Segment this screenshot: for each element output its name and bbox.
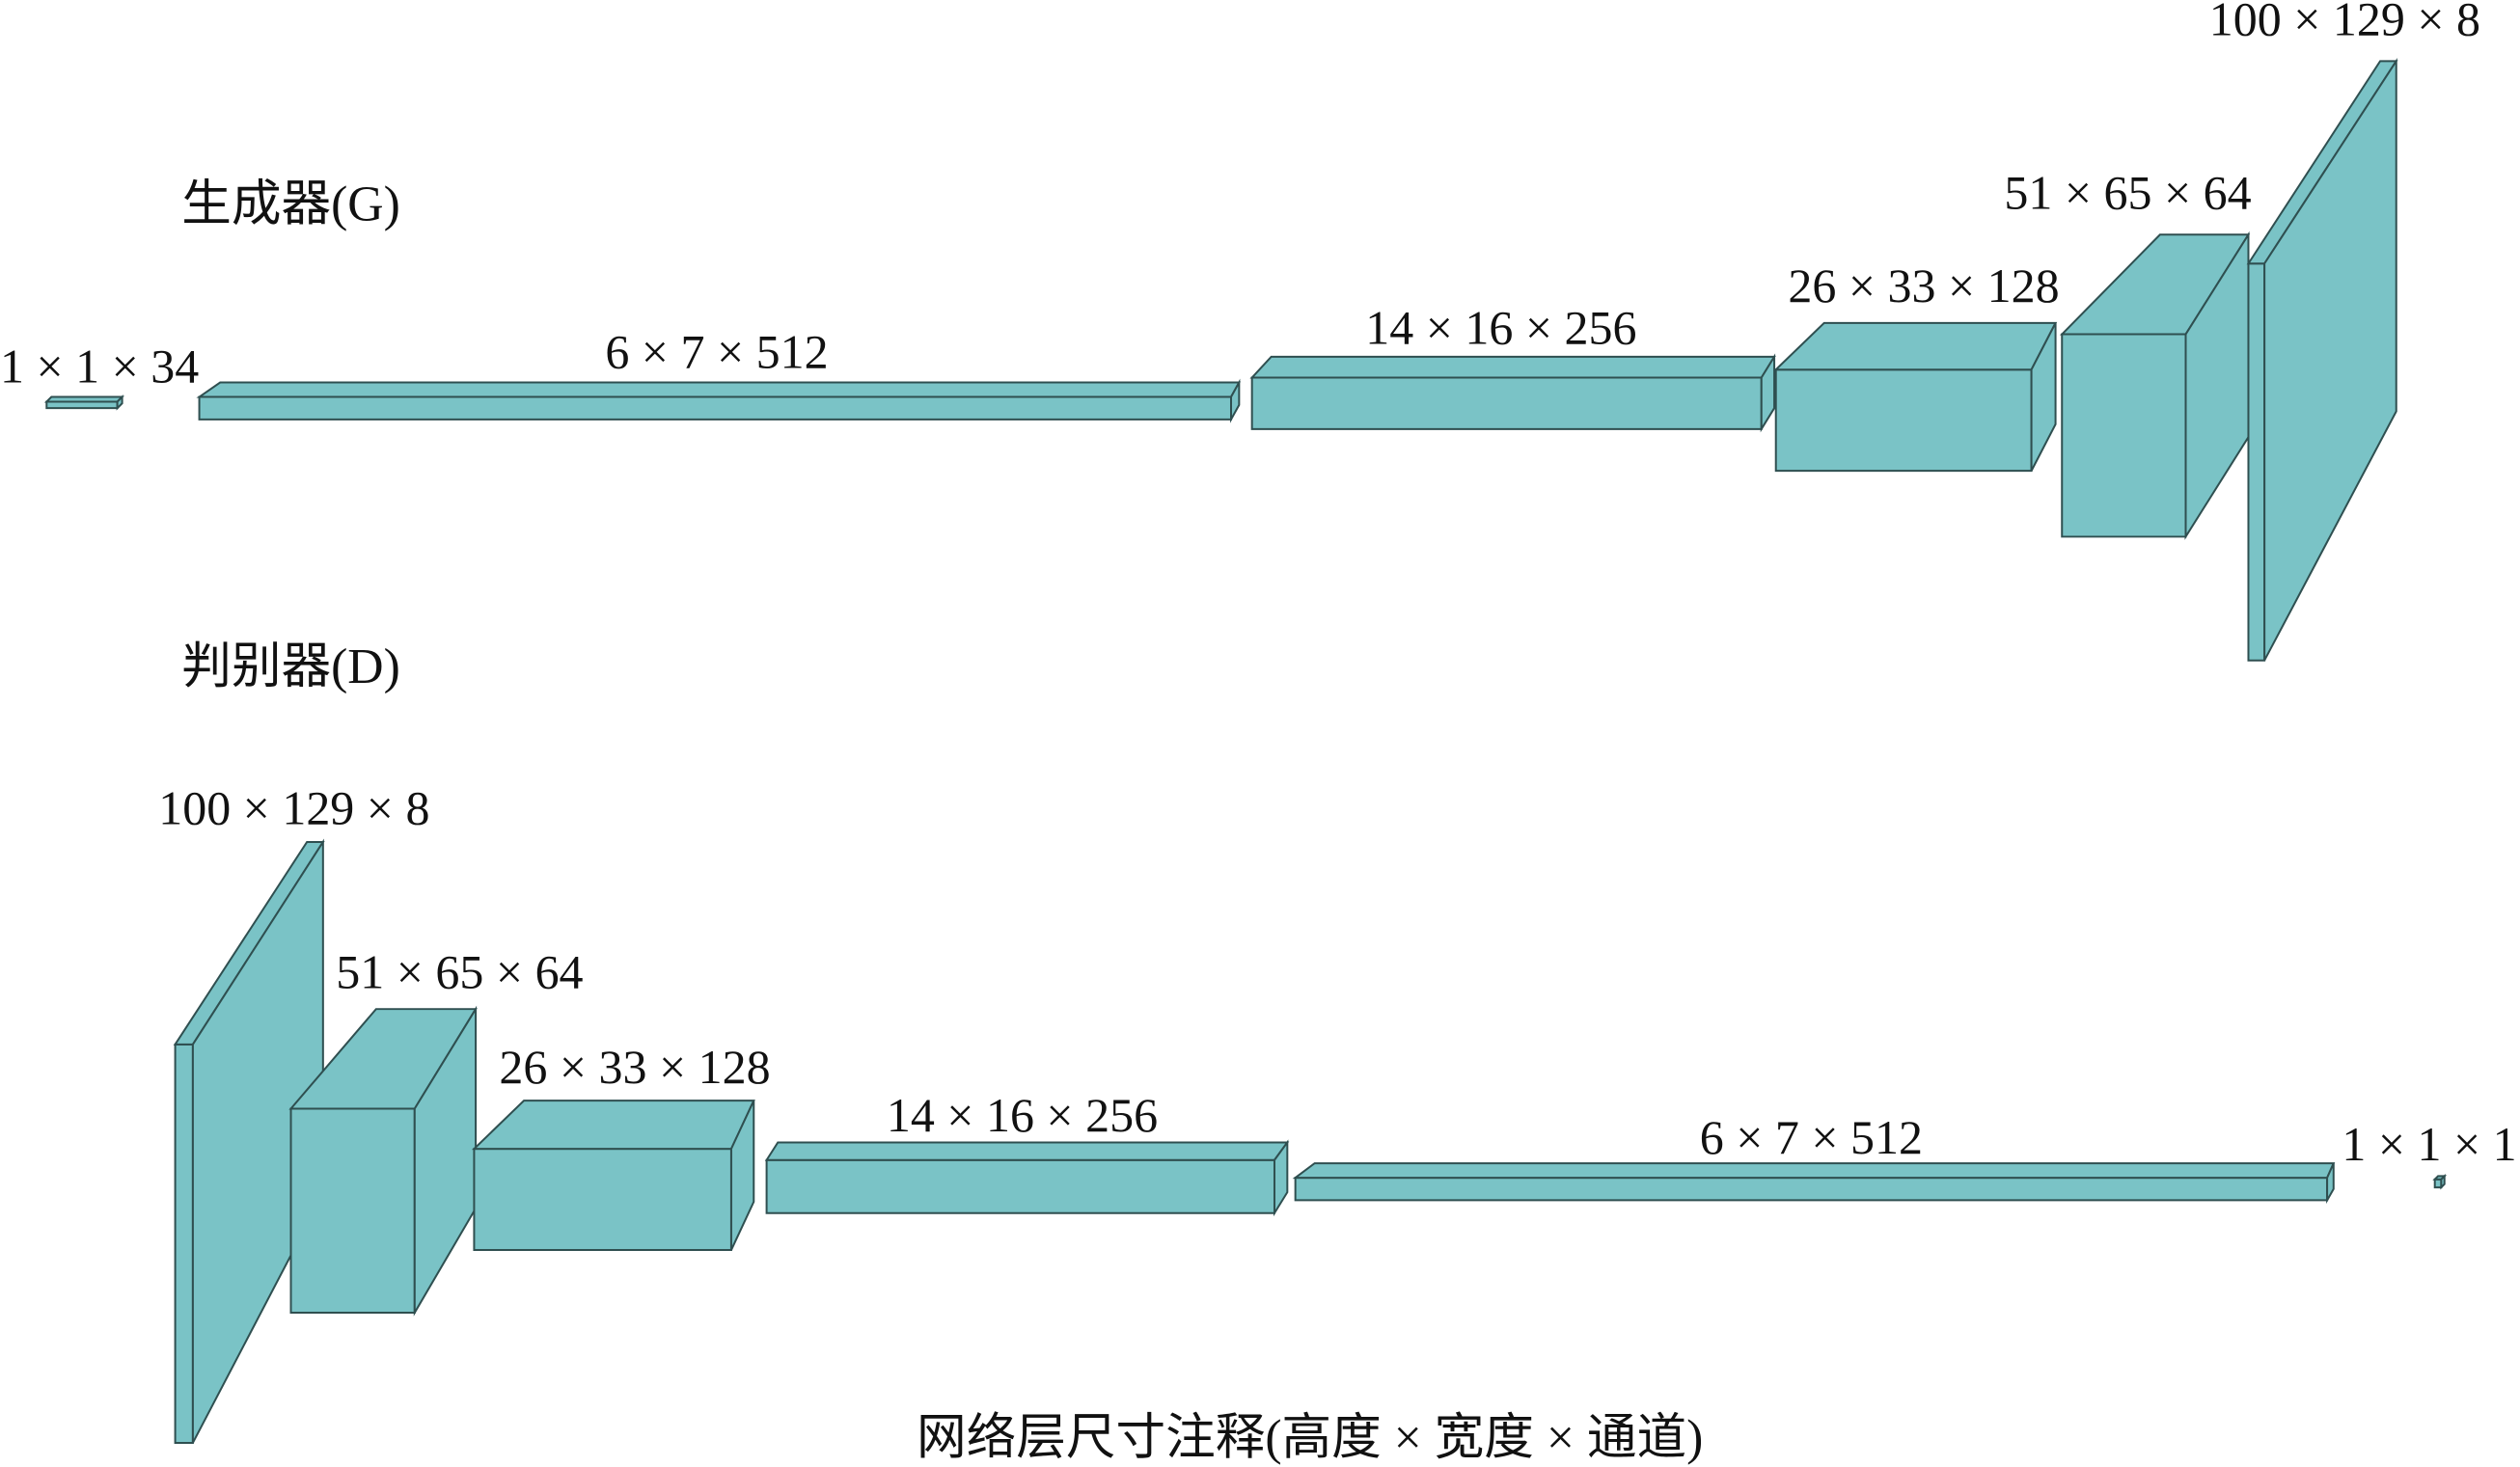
generator-layer-1-label: 1 × 1 × 34 [0,340,199,394]
top-face [1249,355,1776,379]
discriminator-layer-2-block [288,1005,478,1317]
discriminator-layer-2-label: 51 × 65 × 64 [336,945,583,999]
diagram-caption: 网络层尺寸注释(高度 × 宽度 × 通道) [917,1411,1703,1466]
front-face [1774,368,2033,473]
generator-layer-4-block [1773,321,2058,473]
discriminator-layer-5-block [1292,1162,2336,1205]
generator-section: 生成器(G) 1 × 1 × 34 6 × 7 × 512 14 × 16 × … [0,0,2480,662]
side-face [2440,1174,2446,1190]
discriminator-layer-1-label: 100 × 129 × 8 [158,781,429,835]
discriminator-layer-4-label: 14 × 16 × 256 [887,1088,1158,1142]
side-face [1273,1139,1289,1217]
top-face [43,395,125,403]
generator-layer-6-block [2246,57,2398,662]
side-face [729,1100,755,1251]
discriminator-title: 判别器(D) [181,639,400,694]
generator-title: 生成器(G) [181,177,400,231]
top-face [1773,321,2058,371]
generator-layer-3-label: 14 × 16 × 256 [1365,301,1636,355]
generator-layer-3-block [1249,353,1776,433]
top-face [196,381,1242,398]
generator-layer-6-label: 100 × 129 × 8 [2209,0,2480,46]
front-face [1294,1177,2329,1202]
side-face [2326,1162,2335,1205]
generator-layer-4-label: 26 × 33 × 128 [1788,258,2059,312]
generator-layer-2-label: 6 × 7 × 512 [605,325,828,379]
front-face [198,395,1233,421]
side-face [1760,353,1776,433]
discriminator-layer-1-block [173,838,325,1444]
top-face [764,1141,1290,1161]
front-face [2247,262,2266,662]
discriminator-layer-5-label: 6 × 7 × 512 [1700,1110,1923,1164]
front-face [765,1158,1275,1214]
side-face [2030,322,2057,472]
discriminator-layer-6-label: 1 × 1 × 1 [2342,1117,2516,1171]
generator-layer-1-block [43,394,125,411]
generator-layer-2-block [196,378,1242,423]
front-face [289,1107,416,1315]
discriminator-section: 判别器(D) 100 × 129 × 8 51 × 65 × 64 26 × 3… [158,639,2517,1444]
top-face [471,1100,755,1151]
discriminator-layer-3-block [471,1100,755,1252]
discriminator-layer-6-block [2432,1174,2448,1190]
generator-layer-5-block [2059,231,2251,540]
side-face [2263,57,2397,662]
side-face [116,394,123,411]
generator-layer-5-label: 51 × 65 × 64 [2004,166,2251,220]
side-face [1230,378,1241,423]
front-face [174,1043,194,1444]
discriminator-layer-3-label: 26 × 33 × 128 [499,1040,770,1094]
front-face [473,1148,732,1252]
front-face [2061,333,2187,538]
discriminator-layer-4-block [764,1139,1290,1217]
front-face [1250,376,1763,430]
top-face [1292,1162,2336,1180]
